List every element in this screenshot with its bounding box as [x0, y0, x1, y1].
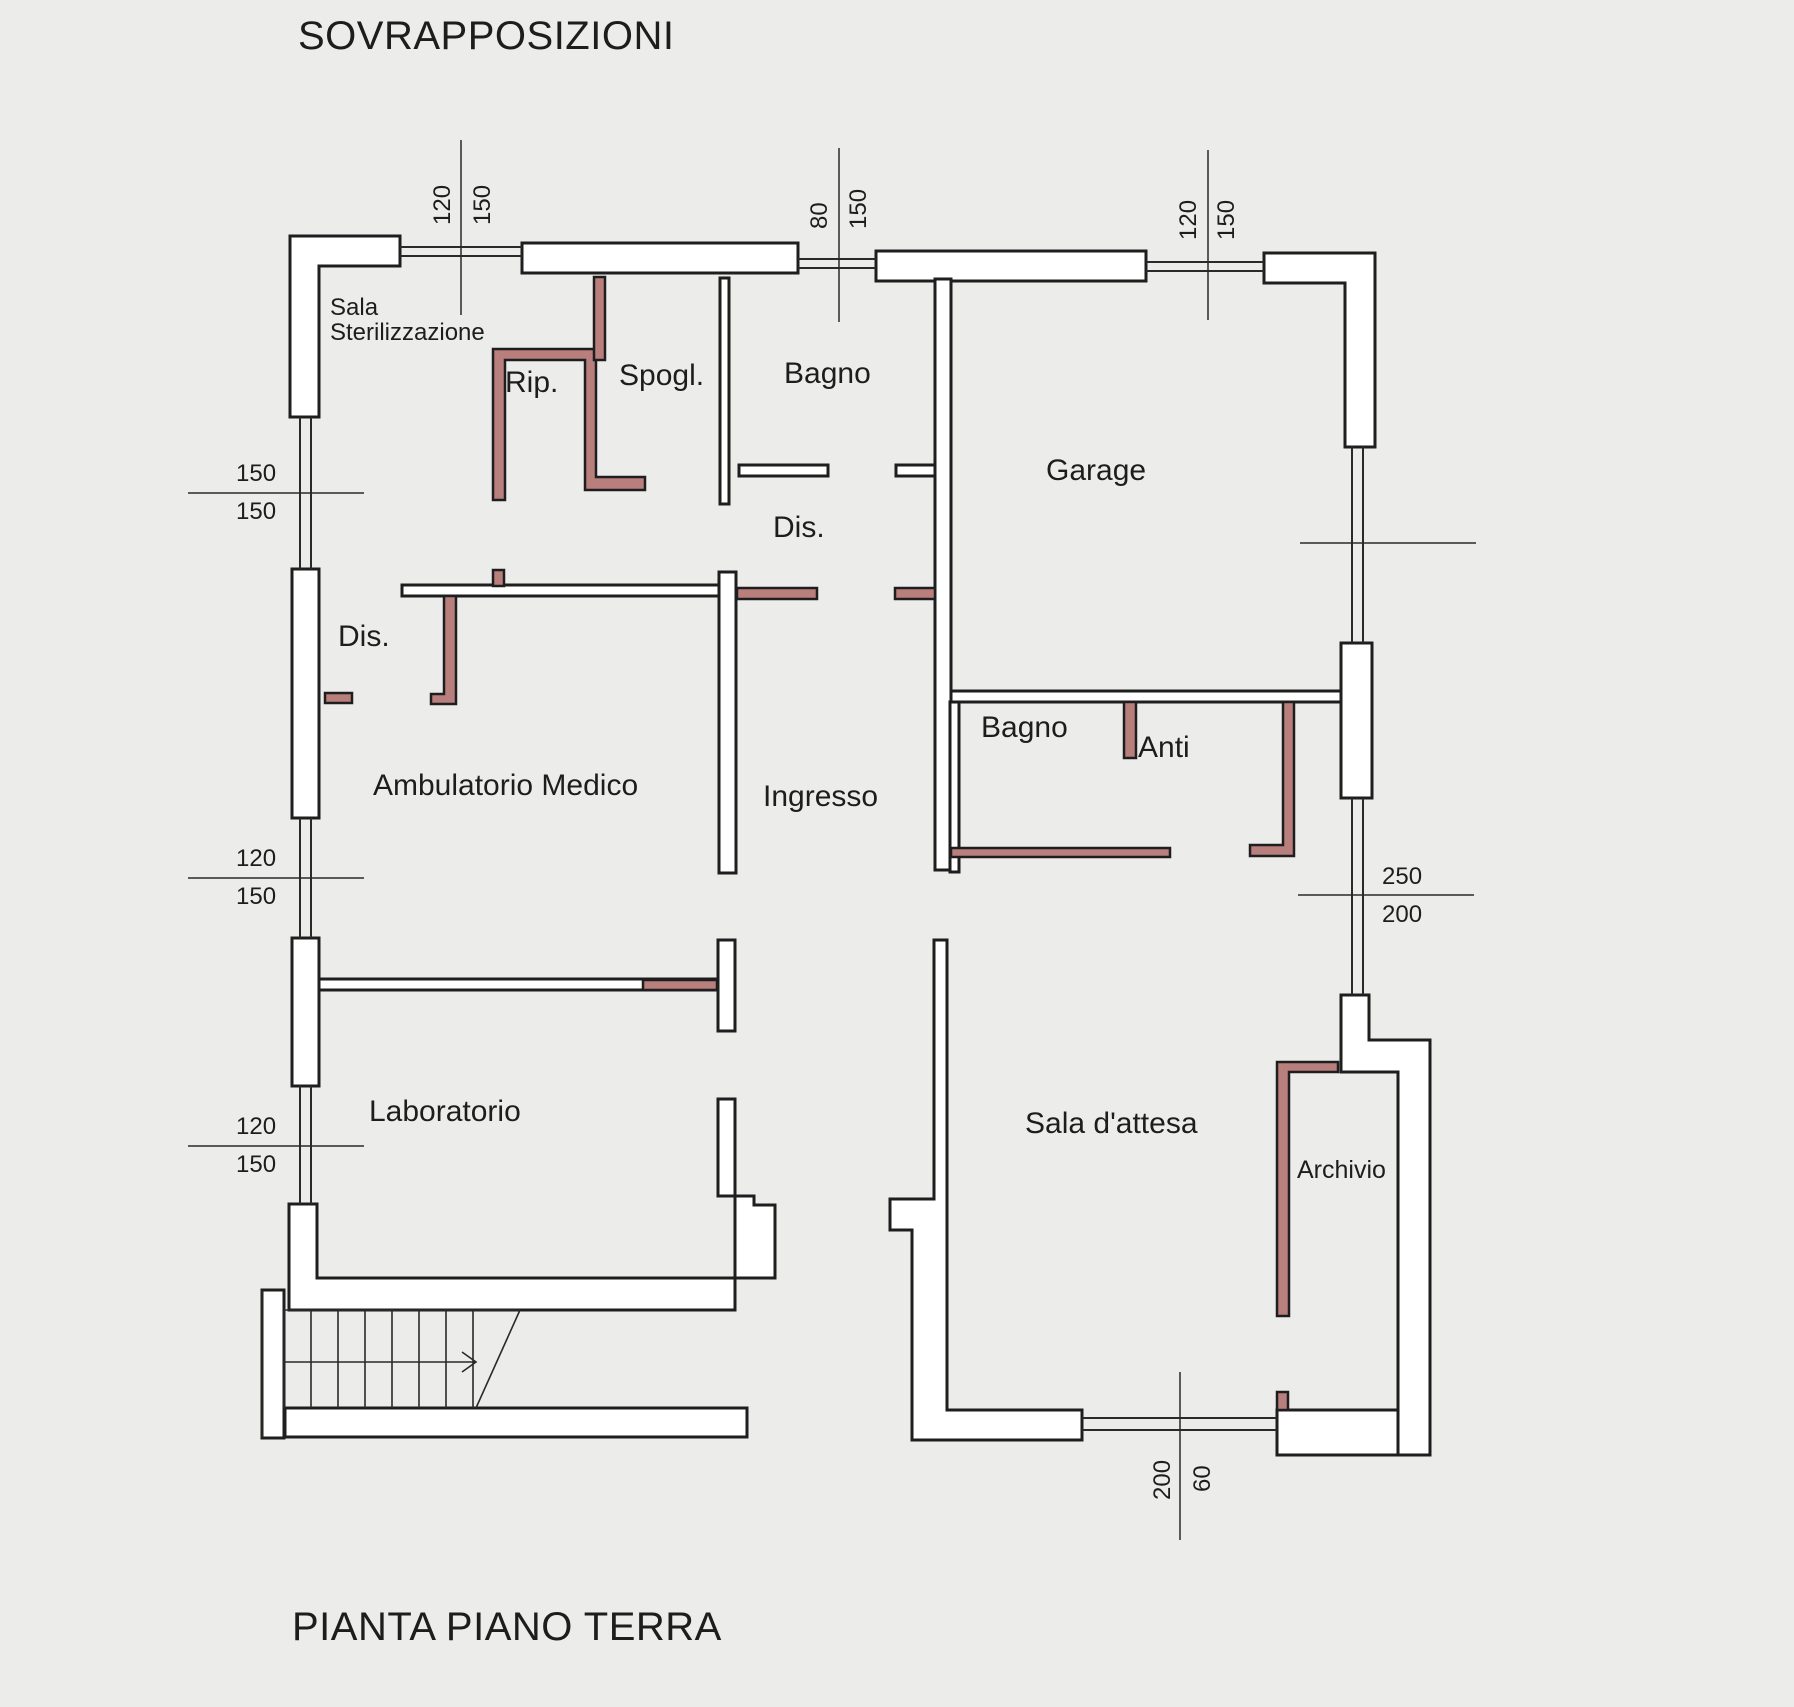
interior-wall-partition [716, 938, 737, 1033]
waiting-room-west-wall [888, 938, 1084, 1442]
room-label-garage: Garage [1046, 454, 1146, 487]
new-wall [893, 586, 937, 601]
stair-frame [260, 1288, 286, 1440]
new-wall [592, 275, 607, 362]
window-north-3 [1146, 261, 1264, 272]
stairs [261, 1290, 521, 1438]
room-label-sala-attesa: Sala d'attesa [1025, 1107, 1198, 1140]
dim-label: 150 [1213, 200, 1240, 240]
dim-label: 200 [1382, 901, 1422, 928]
dim-label: 120 [236, 1113, 276, 1140]
archive-south-wall [1275, 1408, 1400, 1457]
room-label-disimpegno: Dis. [338, 620, 390, 653]
dim-label: 150 [469, 185, 496, 225]
new-wall-anti-east [1248, 700, 1296, 858]
existing-walls [260, 234, 1432, 1457]
interior-wall-garage [949, 689, 1343, 704]
room-label-sterilizzazione: Sala [330, 294, 379, 321]
room-label-archivio: Archivio [1297, 1156, 1386, 1184]
new-wall-bagno [949, 846, 1172, 859]
dim-label: 60 [1189, 1465, 1216, 1492]
window-west-3 [299, 1086, 312, 1204]
room-label-ripostiglio: Rip. [505, 366, 558, 399]
room-labels: Sala Sterilizzazione Rip. Spogl. Bagno G… [330, 294, 1386, 1184]
stairs-outline [261, 1290, 520, 1438]
new-wall [1275, 1390, 1290, 1412]
dim-label: 120 [236, 845, 276, 872]
room-label-anti: Anti [1138, 731, 1190, 764]
interior-wall-partition [948, 700, 961, 874]
floor-plan-title: PIANTA PIANO TERRA [292, 1605, 722, 1649]
new-walls [323, 275, 1340, 1412]
dim-label: 120 [429, 185, 456, 225]
south-wall [283, 1406, 749, 1439]
dim-label: 150 [236, 498, 276, 525]
north-wall [288, 234, 402, 419]
interior-wall-partition [718, 276, 731, 506]
west-south-wall [287, 1097, 777, 1312]
room-label-ambulatorio: Ambulatorio Medico [373, 769, 638, 802]
window-east-1 [1351, 447, 1364, 643]
new-wall-dis [429, 594, 458, 706]
window-north-2 [798, 258, 876, 269]
dim-label: 200 [1149, 1460, 1176, 1500]
new-wall-archive [1275, 1060, 1340, 1318]
dim-label: 150 [236, 883, 276, 910]
dim-label: 150 [236, 460, 276, 487]
stair-treads [283, 1310, 474, 1408]
new-wall-anti [1122, 700, 1138, 760]
west-wall-segment [290, 567, 321, 820]
interior-wall-stub [894, 463, 937, 478]
dim-label: 120 [1175, 200, 1202, 240]
dim-label: 150 [236, 1151, 276, 1178]
east-south-wall [1339, 993, 1432, 1457]
interior-wall-partition [933, 277, 953, 872]
room-label-spogliatoio: Spogl. [619, 359, 704, 392]
new-wall [491, 568, 506, 588]
room-label-bagno-north: Bagno [784, 357, 871, 390]
window-east-2 [1351, 798, 1364, 995]
north-wall-segment [874, 249, 1148, 283]
new-wall-rip [491, 347, 647, 502]
new-wall [323, 691, 354, 705]
east-wall [1339, 641, 1374, 800]
interior-wall-north [400, 583, 722, 598]
room-label-disimpegno: Dis. [773, 511, 825, 544]
room-label-bagno-south: Bagno [981, 711, 1068, 744]
room-label-sterilizzazione: Sterilizzazione [330, 319, 485, 346]
stair-arrow [284, 1309, 521, 1409]
overlay-title: SOVRAPPOSIZIONI [298, 14, 675, 58]
new-wall [735, 586, 819, 601]
new-wall [641, 978, 719, 992]
dim-label: 250 [1382, 863, 1422, 890]
north-east-corner-wall [1262, 251, 1377, 449]
interior-wall-partition [717, 570, 738, 875]
west-wall-segment [290, 936, 321, 1088]
north-wall-segment [520, 241, 800, 275]
dimension-lines [188, 140, 1476, 1540]
dim-label: 150 [845, 189, 872, 229]
room-label-laboratorio: Laboratorio [369, 1095, 521, 1128]
dim-label: 80 [806, 202, 833, 229]
interior-wall-stub [737, 463, 830, 478]
dimension-labels: 120 150 80 150 120 150 150 150 120 150 1… [236, 185, 1422, 1500]
room-label-ingresso: Ingresso [763, 780, 878, 813]
windows [299, 246, 1364, 1431]
